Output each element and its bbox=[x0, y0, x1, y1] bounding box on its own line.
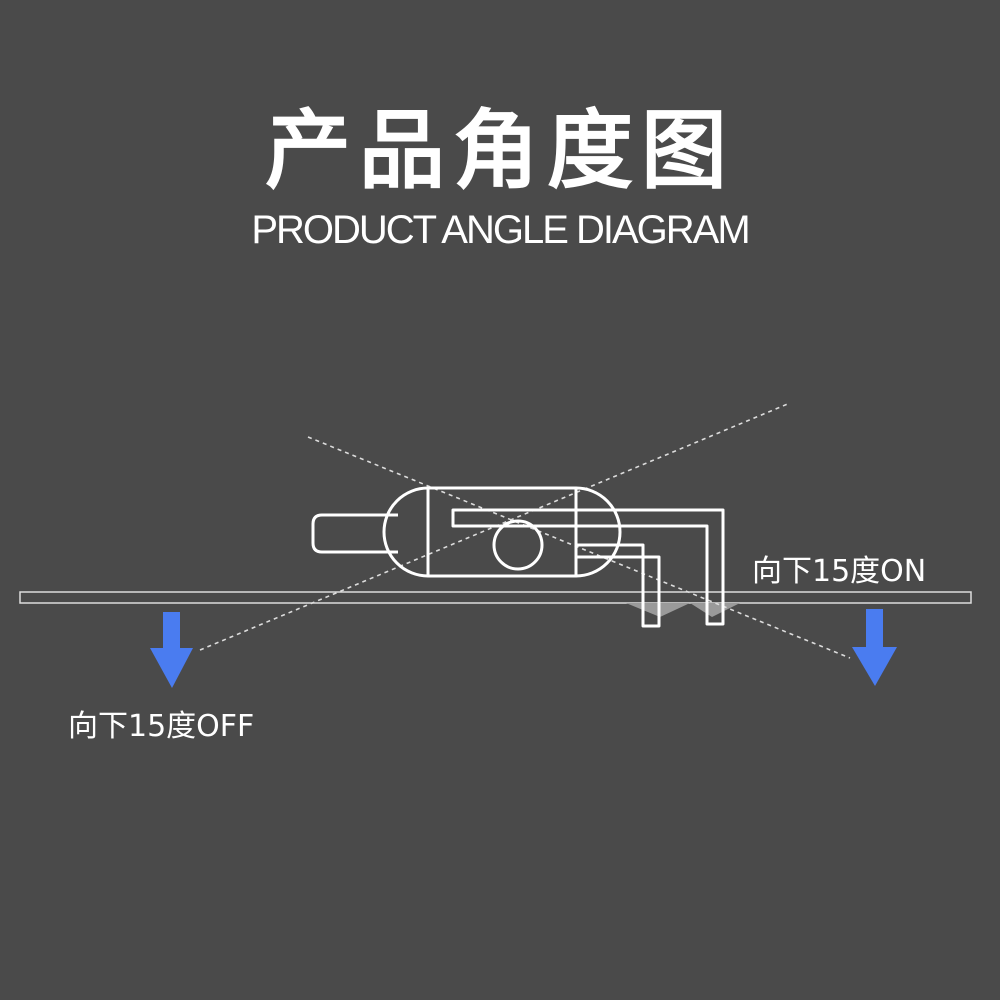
label-off: 向下15度OFF bbox=[68, 709, 255, 744]
down-arrow-icon bbox=[852, 609, 897, 686]
lead-wire-long bbox=[451, 508, 725, 626]
label-on: 向下15度ON bbox=[752, 554, 927, 589]
page-subtitle: PRODUCT ANGLE DIAGRAM bbox=[251, 208, 750, 252]
mounting-surface bbox=[19, 591, 972, 604]
surface-notch bbox=[690, 603, 740, 617]
switch-outline bbox=[311, 486, 725, 628]
switch-ball bbox=[492, 519, 544, 571]
down-arrow-icon bbox=[150, 612, 193, 688]
lead-wire-short bbox=[576, 543, 661, 628]
page-title: 产品角度图 bbox=[265, 101, 735, 201]
angle-line-on bbox=[307, 436, 851, 659]
switch-tab bbox=[311, 513, 398, 554]
angle-line-off bbox=[199, 402, 791, 651]
